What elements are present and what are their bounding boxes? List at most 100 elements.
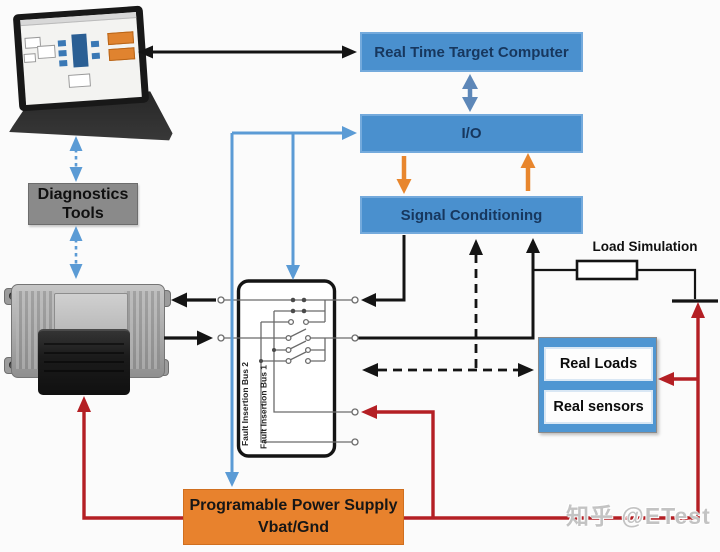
ecu-ribs [124, 291, 160, 369]
resistor-symbol [575, 259, 639, 281]
bus1-line [273, 311, 352, 413]
power-to-ecu-line [82, 408, 183, 520]
contact-circle [302, 318, 310, 326]
junction-dot [272, 348, 276, 352]
arrowhead-down [225, 472, 239, 487]
blue-connections [230, 131, 343, 473]
arrowhead-up [691, 302, 705, 318]
arrowhead-up [469, 239, 483, 255]
laptop-screen [12, 5, 150, 112]
sim-block [58, 49, 67, 57]
signal-conditioning-label: Signal Conditioning [400, 206, 543, 224]
fault-insertion-box [236, 279, 337, 458]
real-time-target-computer-label: Real Time Target Computer [374, 43, 569, 61]
terminal-circle [217, 296, 225, 304]
power-supply-label-line2: Vbat/Gnd [257, 519, 330, 536]
ecu-connector [38, 329, 130, 395]
arrowhead-down [69, 264, 83, 279]
arrowhead-left [171, 292, 187, 308]
io-label: I/O [461, 125, 482, 142]
terminal-circle [217, 334, 225, 342]
contact-circle [285, 346, 292, 354]
fault-insertion-internals [224, 299, 352, 443]
watermark: 知乎 @ETest [566, 503, 711, 529]
real-time-target-computer-box: Real Time Target Computer [360, 32, 583, 72]
arrowhead-up [462, 74, 478, 89]
diagnostics-tools-label: Diagnostics Tools [37, 185, 129, 222]
sim-block [23, 53, 37, 63]
arrowhead-up [69, 226, 83, 241]
load-simulation-label: Load Simulation [592, 239, 698, 254]
arrowhead-down [69, 167, 83, 182]
arrowhead-left [361, 293, 376, 307]
terminal-circle [351, 438, 359, 446]
real-loads-label: Real Loads [559, 356, 638, 372]
contact-dot [290, 308, 296, 314]
real-sensors-box: Real sensors [544, 390, 653, 424]
model-window-toolbar [20, 12, 137, 27]
sim-block [57, 40, 67, 47]
arrowhead-left [362, 363, 378, 377]
arrowhead-right [342, 126, 357, 140]
arrowhead-right [518, 363, 534, 377]
contact-circle [304, 334, 312, 342]
arrowhead-left [361, 405, 377, 419]
load-simulation-wire [533, 268, 697, 299]
closed-contacts [259, 297, 307, 363]
sim-block [107, 31, 135, 46]
arrowhead-up [526, 238, 540, 253]
black-connections [152, 50, 718, 340]
faultbox-to-sc-line [358, 252, 535, 340]
arrowhead-right [342, 45, 357, 59]
sim-block [37, 44, 56, 60]
laptop-screen-model [20, 12, 142, 105]
contact-dot [290, 297, 296, 303]
arrowhead-left [658, 372, 674, 386]
arrowhead-down [396, 179, 412, 194]
arrowhead-right [197, 330, 213, 346]
sim-block [91, 52, 101, 60]
rttc-io-double-arrow [462, 74, 478, 112]
open-contacts [217, 296, 359, 446]
real-loads-box: Real Loads [544, 347, 653, 381]
dashed-arrowheads [362, 239, 534, 377]
sim-block [108, 47, 136, 62]
contact-circle [304, 357, 312, 365]
io-sc-arrows [396, 153, 536, 194]
sim-block [90, 40, 100, 48]
contact-dot [301, 297, 307, 303]
contact-dot [301, 308, 307, 314]
io-box: I/O [360, 114, 583, 153]
terminal-circle [351, 408, 359, 416]
ecu-image [4, 281, 172, 397]
arrowhead-down [462, 97, 478, 112]
terminal-circle [351, 296, 359, 304]
bus2-line [260, 322, 352, 443]
arrowhead-down [286, 265, 300, 280]
switch-blade [289, 351, 307, 361]
power-supply-box: Programable Power Supply Vbat/Gnd [183, 489, 404, 545]
sim-block [71, 33, 89, 68]
arrowhead-up [77, 396, 91, 412]
contact-circle [304, 346, 312, 354]
fault-insertion-bus2-label: Fault Insertion Bus 2 [240, 362, 250, 446]
sc-to-faultbox-line [376, 235, 406, 302]
diagnostics-tools-box: Diagnostics Tools [28, 183, 138, 225]
ecu-connector-pins [44, 339, 124, 379]
blue-arrowheads [225, 126, 357, 487]
dashed-connections [378, 254, 518, 372]
sim-block [68, 73, 91, 88]
arrowhead-up [520, 153, 536, 168]
terminal-circle [351, 334, 359, 342]
contact-circle [287, 318, 295, 326]
sim-block [59, 59, 68, 67]
real-loads-container: Real Loads Real sensors [538, 337, 657, 433]
power-supply-label-line1: Programable Power Supply [189, 497, 398, 515]
signal-conditioning-box: Signal Conditioning [360, 196, 583, 234]
contact-circle [285, 357, 292, 365]
real-sensors-label: Real sensors [553, 399, 644, 415]
fault-insertion-bus1-label: Fault Insertion Bus 1 [259, 365, 269, 449]
host-laptop-image [4, 5, 176, 146]
switch-blade [289, 328, 307, 338]
